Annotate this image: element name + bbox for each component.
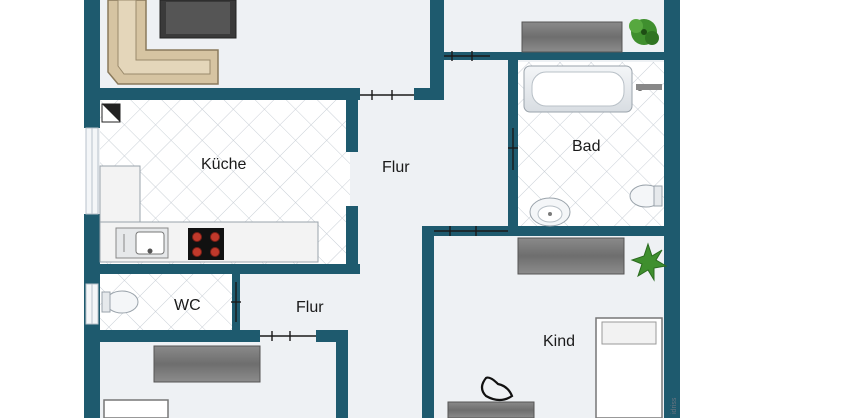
room-label-flur: Flur (382, 159, 410, 176)
room-label-bad: Bad (572, 138, 601, 155)
doors (231, 51, 518, 341)
toilet-wc (105, 290, 139, 314)
fridge (99, 165, 141, 225)
desk-kind (517, 237, 625, 275)
desk-chair (480, 376, 514, 402)
watermark-text: idriss (671, 397, 678, 414)
dresser-top (521, 21, 623, 53)
windows (85, 127, 99, 325)
plant-kind (630, 242, 668, 282)
room-label-kueche: Küche (201, 156, 247, 173)
room-label-kind: Kind (543, 333, 576, 350)
desk-bottom (447, 401, 535, 418)
plant-top (629, 19, 659, 45)
room-label-wc: WC (174, 297, 201, 314)
bed-lower (103, 399, 169, 418)
desk-lower (153, 345, 261, 383)
room-label-flur-lower: Flur (296, 299, 324, 316)
